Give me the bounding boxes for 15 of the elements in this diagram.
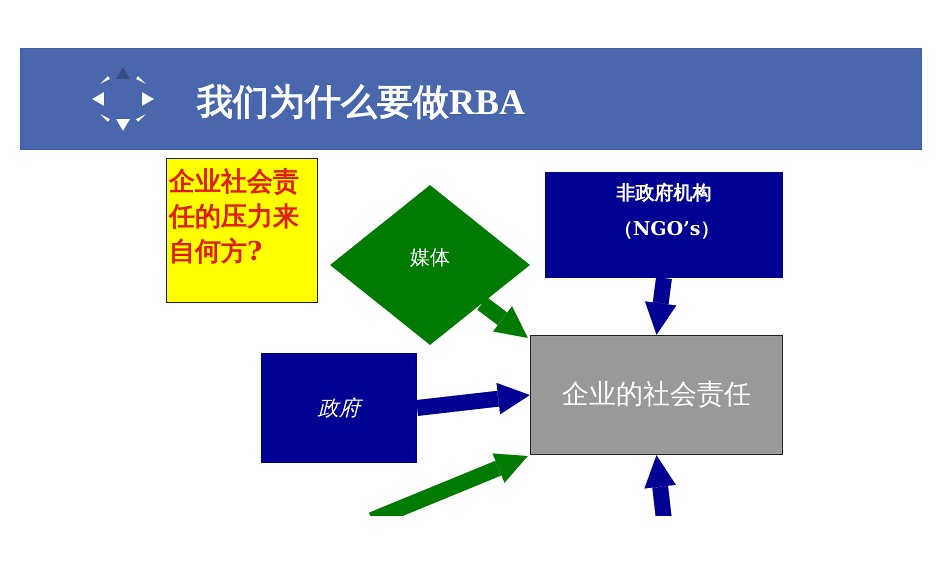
node-label: 企业的社会责任 <box>562 378 751 412</box>
decision-diamond <box>330 185 530 345</box>
node-label: 媒体 <box>410 244 450 270</box>
process-box <box>530 335 783 455</box>
node-label: 企业社会责任的压力来自何方? <box>169 166 300 270</box>
block-arrow <box>644 455 676 516</box>
slide-title: 我们为什么要做RBA <box>197 81 526 124</box>
block-arrow <box>477 297 528 338</box>
process-box <box>261 353 417 463</box>
block-arrow <box>644 276 677 335</box>
process-box <box>545 172 783 278</box>
block-arrow <box>368 453 528 516</box>
node-label: 非政府机构（NGO’s） <box>614 180 714 242</box>
question-box <box>166 158 318 303</box>
block-arrow <box>416 382 530 416</box>
